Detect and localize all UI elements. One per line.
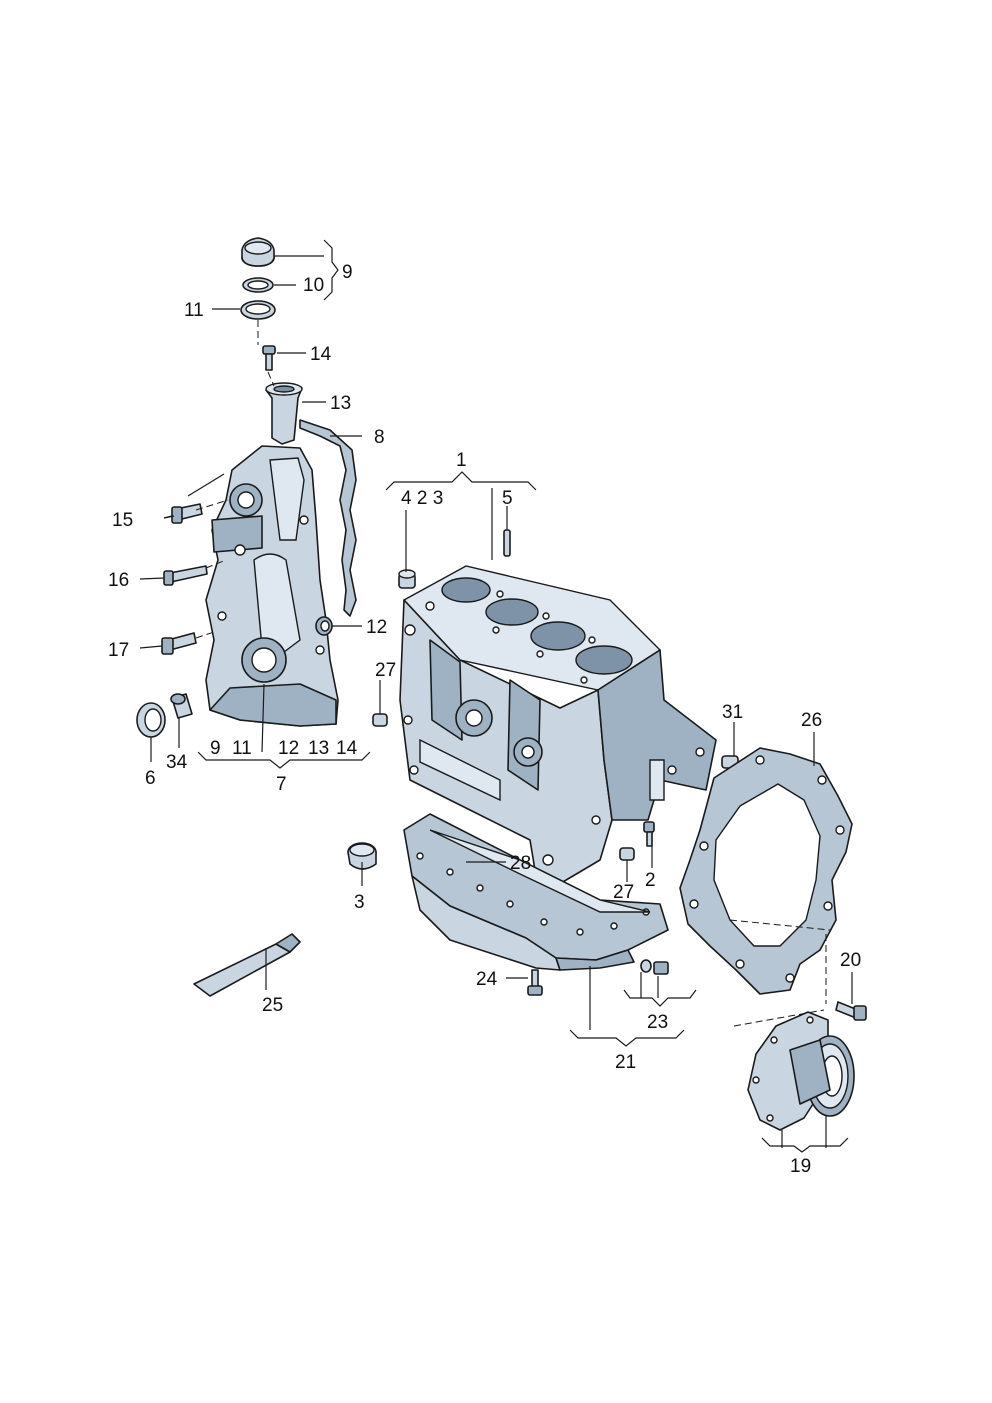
callout-9: 9 [342,262,353,283]
seal-6 [136,702,166,738]
bolt-16 [139,565,208,586]
timing-chain-cover [205,445,339,727]
callout-27-left: 27 [375,660,396,681]
callout-11-top: 11 [184,300,204,321]
callout-13-top: 13 [330,393,351,414]
bolt-14 [262,345,276,371]
callout-19: 19 [790,1156,811,1177]
callout-cover-12: 12 [278,738,299,759]
callout-7: 7 [276,774,287,795]
oil-filler-cap [241,237,275,267]
callout-20: 20 [840,950,861,971]
brace-7 [197,751,371,769]
callout-group-block-sub: 4 2 3 [401,488,443,509]
callout-16: 16 [108,570,129,591]
brace-9 [323,239,339,301]
bolt-15 [163,503,203,524]
seal-flange-19 [747,1011,855,1131]
callout-25: 25 [262,995,283,1016]
callout-31: 31 [722,702,743,723]
callout-cover-11: 11 [232,738,252,759]
brace-1 [385,471,537,491]
bolt-2 [643,821,655,847]
gasket-26 [679,747,853,995]
callout-12-top: 12 [366,617,387,638]
brace-23 [623,989,697,1007]
oil-pan [403,813,669,971]
callout-27-right: 27 [613,882,634,903]
callout-17: 17 [108,640,129,661]
filler-neck-13 [265,382,303,445]
callout-2: 2 [645,870,656,891]
brace-19 [761,1137,849,1153]
pin-5 [503,529,511,557]
dowel-27-left [372,713,388,727]
callout-15: 15 [112,510,133,531]
callout-3: 3 [354,892,365,913]
callout-23: 23 [647,1012,668,1033]
callout-21: 21 [615,1052,636,1073]
callout-24: 24 [476,969,498,990]
sleeve-34 [170,693,193,719]
callout-26: 26 [801,710,822,731]
seal-3 [347,842,377,870]
callout-28: 28 [510,853,531,874]
callout-10: 10 [303,275,324,296]
bolt-20 [835,1001,867,1021]
brace-21 [569,1029,685,1047]
drain-plug-23 [640,959,669,975]
cylinder-block [399,565,717,887]
callout-34: 34 [166,752,188,773]
bolt-24 [527,969,543,996]
callout-cover-13: 13 [308,738,329,759]
callout-14-top: 14 [310,344,332,365]
callout-8: 8 [374,427,385,448]
callout-5: 5 [502,488,513,509]
callout-cover-14: 14 [336,738,358,759]
gasket-8 [299,419,357,617]
seal-12 [315,616,333,636]
dowel-27-right [619,847,635,861]
sealing-ring-11 [240,300,276,320]
bolt-17 [161,632,197,655]
sealant-tube-25 [193,933,301,997]
callout-cover-9: 9 [210,738,221,759]
plug-4 [398,569,416,589]
callout-1: 1 [456,450,467,471]
callout-6: 6 [145,768,156,789]
